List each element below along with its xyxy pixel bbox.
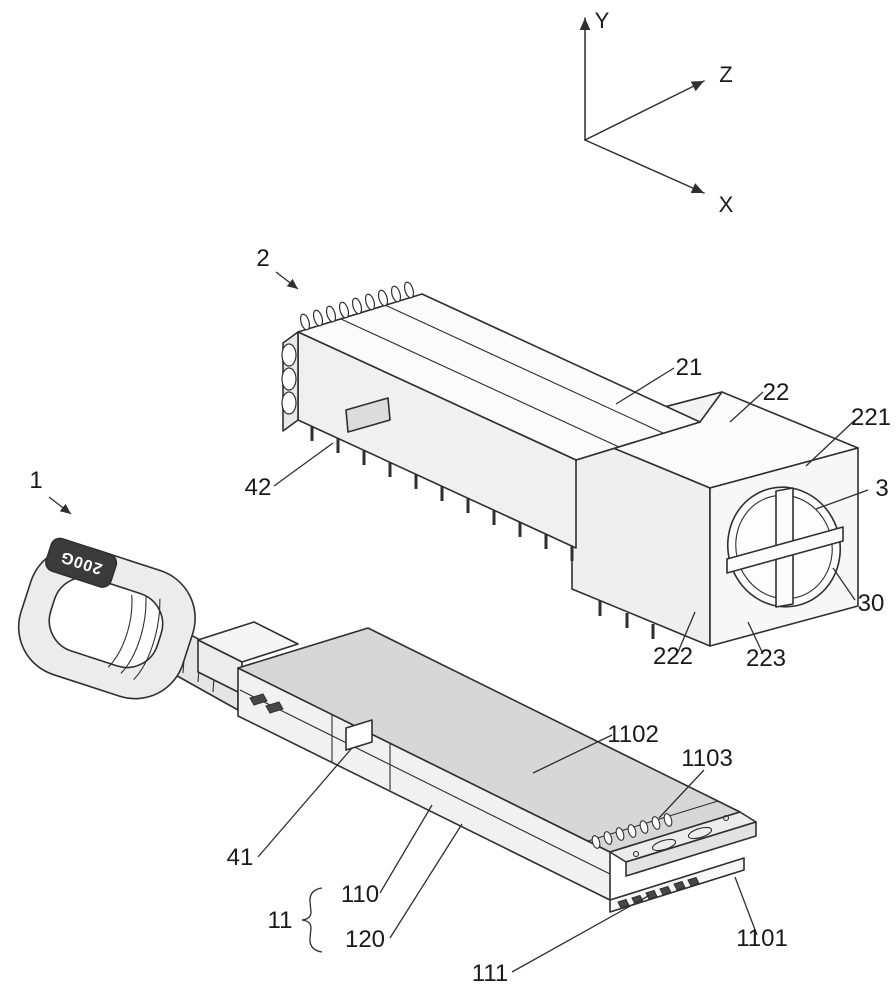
z-axis-arrow bbox=[584, 80, 705, 141]
x-axis-arrow bbox=[584, 139, 705, 194]
ref-label-1102: 1102 bbox=[607, 721, 659, 748]
leader-221 bbox=[805, 419, 856, 467]
leader-223 bbox=[747, 621, 764, 655]
leader-22 bbox=[729, 391, 764, 423]
nose-slot-2 bbox=[687, 826, 713, 840]
leader-30 bbox=[832, 567, 856, 601]
module-assembly: 200G bbox=[17, 537, 757, 913]
nose-end-plate bbox=[609, 811, 757, 877]
ref-label-1101: 1101 bbox=[736, 925, 788, 952]
y-axis-label: Y bbox=[595, 8, 610, 33]
pull-tab-coil-ridges bbox=[107, 594, 161, 681]
nose-slot-1 bbox=[651, 838, 677, 852]
side-detail-2 bbox=[265, 701, 284, 714]
leader-1101 bbox=[734, 876, 758, 936]
leader-1103 bbox=[658, 769, 705, 819]
pointer-arrow-1 bbox=[48, 496, 72, 515]
emi-spring-fingers bbox=[281, 281, 415, 415]
leader-120 bbox=[389, 823, 463, 939]
nose-hole-1 bbox=[632, 850, 640, 858]
ref-label-3: 3 bbox=[875, 475, 888, 502]
cage-assembly bbox=[281, 281, 859, 647]
ref-label-222: 222 bbox=[653, 643, 693, 670]
nose-hole-2 bbox=[722, 814, 730, 822]
housing-seam bbox=[239, 689, 611, 875]
leader-222 bbox=[677, 611, 696, 653]
cage-top-seam-1 bbox=[340, 318, 620, 448]
leader-3 bbox=[815, 489, 869, 510]
ref-label-21: 21 bbox=[676, 354, 703, 381]
ref-label-1: 1 bbox=[29, 467, 42, 494]
brace-11 bbox=[301, 887, 323, 953]
contact-pads bbox=[617, 876, 700, 909]
ref-label-1103: 1103 bbox=[681, 745, 733, 772]
ref-label-120: 120 bbox=[345, 926, 385, 953]
leader-lines bbox=[48, 271, 869, 973]
z-axis-label: Z bbox=[719, 62, 732, 87]
ref-label-41: 41 bbox=[227, 844, 254, 871]
pull-tab-handle: 200G bbox=[17, 537, 196, 700]
leader-21 bbox=[615, 367, 675, 405]
latch-block bbox=[197, 621, 299, 695]
ref-label-110: 110 bbox=[341, 881, 379, 908]
fan-cross-horizontal-bar bbox=[726, 526, 844, 574]
ref-label-11: 11 bbox=[268, 907, 293, 934]
coordinate-axes: Y Z X bbox=[579, 8, 734, 217]
ref-label-42: 42 bbox=[245, 474, 272, 501]
cage-side-window bbox=[345, 397, 391, 433]
leader-42 bbox=[273, 442, 334, 487]
leader-110 bbox=[379, 804, 433, 894]
leader-111 bbox=[511, 894, 651, 973]
module-body bbox=[237, 627, 757, 913]
cage-body bbox=[281, 281, 701, 639]
fan-opening bbox=[726, 486, 844, 608]
side-detail-1 bbox=[249, 693, 268, 706]
ref-label-223: 223 bbox=[746, 645, 786, 672]
cage-press-fit-pins bbox=[310, 426, 655, 639]
ref-label-30: 30 bbox=[858, 590, 885, 617]
pointer-arrow-2 bbox=[275, 271, 299, 290]
leader-1102 bbox=[532, 734, 613, 774]
marking-tag bbox=[45, 537, 118, 588]
nose-spring-fingers bbox=[591, 813, 673, 849]
side-latch-window bbox=[345, 719, 373, 751]
leader-41 bbox=[257, 747, 353, 858]
reference-labels: 2 1 21 22 221 3 42 30 222 223 1102 1103 … bbox=[29, 245, 891, 987]
ref-label-111: 111 bbox=[472, 960, 508, 987]
nose-plate-front bbox=[625, 821, 757, 877]
cage-top-seam-2 bbox=[384, 304, 664, 434]
ref-label-221: 221 bbox=[851, 404, 891, 431]
pull-tab-inner-opening bbox=[48, 576, 164, 669]
ref-label-22: 22 bbox=[763, 379, 790, 406]
ref-label-2: 2 bbox=[256, 245, 269, 272]
cage-rear-box bbox=[571, 391, 859, 647]
x-axis-label: X bbox=[719, 192, 734, 217]
